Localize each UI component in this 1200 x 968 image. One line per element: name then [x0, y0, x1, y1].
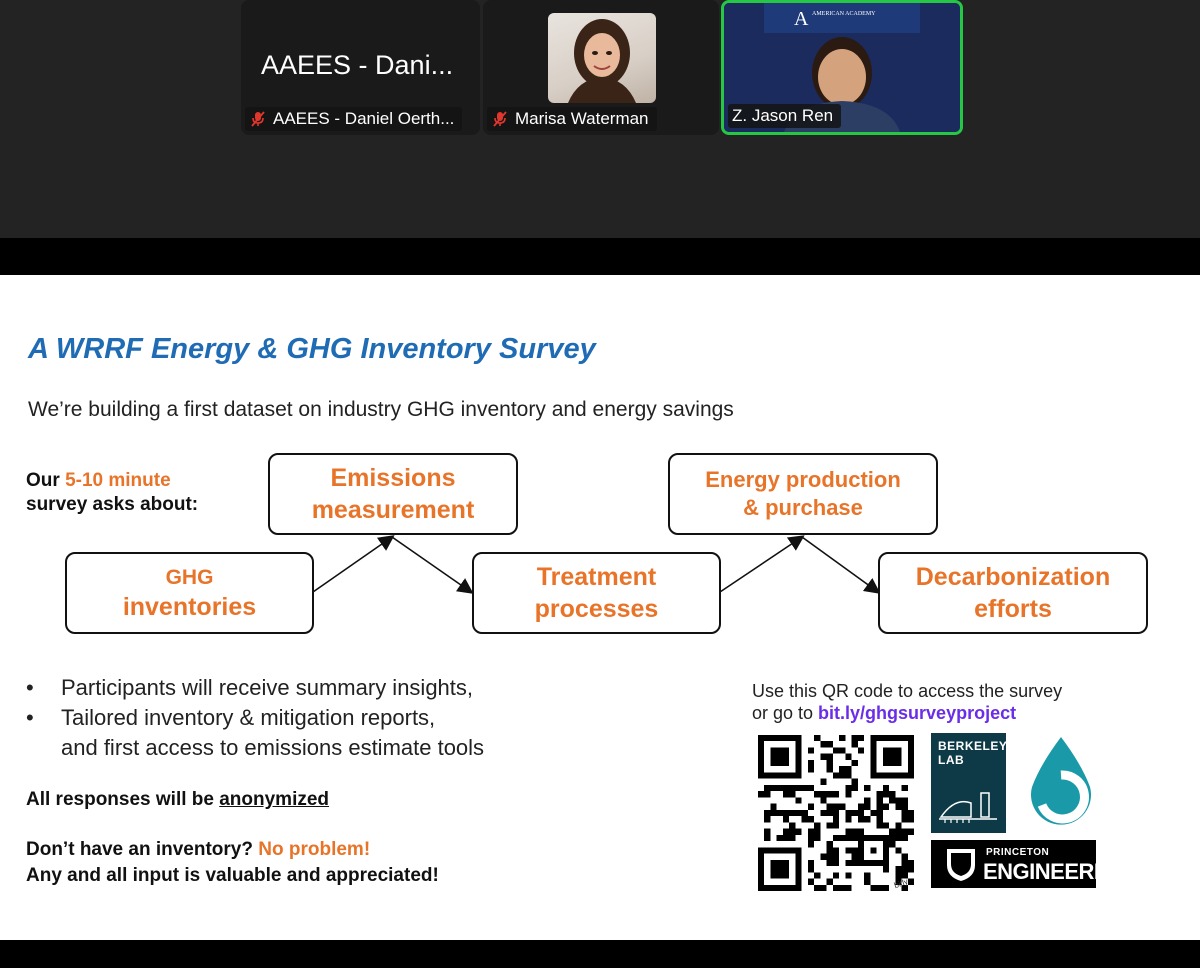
flow-box-ghg: GHG inventories [65, 552, 314, 634]
water-drop-logo-icon [1031, 737, 1091, 825]
qr-line1: Use this QR code to access the survey [752, 681, 1063, 701]
princeton-text: PRINCETON [986, 847, 1050, 858]
list-item: • Tailored inventory & mitigation reports… [26, 703, 484, 733]
box-line-2: measurement [311, 496, 475, 524]
participant-name-label: AAEES - Daniel Oerth... [273, 109, 455, 128]
qr-code-icon[interactable] [758, 735, 914, 891]
gallery-divider [0, 238, 1200, 275]
box-line-1: Energy production [705, 467, 901, 492]
survey-link[interactable]: bit.ly/ghgsurveyproject [818, 703, 1017, 723]
shared-screen-slide: A WRRF Energy & GHG Inventory Survey We’… [0, 275, 1200, 940]
shield-icon [947, 849, 975, 881]
princeton-engineering-logo: PRINCETON ENGINEERING [931, 840, 1132, 888]
flow-box-emissions: Emissions measurement [268, 453, 518, 535]
arrow-treatment-to-energy [719, 535, 805, 593]
box-line-2: processes [534, 595, 659, 623]
bullet-text: Participants will receive summary insigh… [61, 675, 474, 700]
flow-box-energy: Energy production & purchase [668, 453, 938, 535]
qr-instructions: Use this QR code to access the survey or… [752, 680, 1062, 724]
box-line-2: & purchase [743, 495, 863, 520]
benefits-list: • Participants will receive summary insig… [26, 673, 484, 763]
building-icon [939, 792, 997, 823]
berkeley-text-1: BERKELEY [938, 739, 1008, 753]
arrow-energy-to-decarb [801, 536, 881, 594]
arrow-emissions-to-treatment [391, 536, 474, 594]
list-item: • Participants will receive summary insig… [26, 673, 484, 703]
participant-name-label: Z. Jason Ren [732, 106, 834, 125]
arrow-ghg-to-emissions [312, 535, 395, 593]
berkeley-text-2: LAB [938, 753, 965, 767]
participant-tile-daniel[interactable]: AAEES - Dani... AAEES - Daniel Oerth... [241, 0, 480, 135]
flow-arrows [312, 535, 881, 594]
flow-box-decarbonization: Decarbonization efforts [878, 552, 1148, 634]
mic-off-icon [251, 111, 265, 127]
participant-name-label: Marisa Waterman [515, 109, 649, 128]
survey-intro: Our 5-10 minute survey asks about: [26, 469, 198, 517]
slide-title: A WRRF Energy & GHG Inventory Survey [28, 333, 596, 365]
no-inventory-note: Don’t have an inventory? No problem! Any… [26, 837, 439, 889]
box-line-2: efforts [974, 595, 1052, 623]
noinv-pre: Don’t have an inventory? [26, 839, 259, 860]
bullet-text: Tailored inventory & mitigation reports, [61, 705, 436, 730]
mic-off-icon [493, 111, 507, 127]
participant-tile-marisa[interactable]: Marisa Waterman [483, 0, 719, 135]
anonymized-note: All responses will be anonymized [26, 789, 329, 811]
anon-underlined: anonymized [219, 789, 330, 810]
participant-name-bar: Marisa Waterman [487, 107, 657, 131]
intro-duration: 5-10 minute [65, 470, 171, 491]
box-line-2: inventories [122, 593, 257, 621]
box-line-1: GHG [165, 566, 214, 589]
bottom-letterbox [0, 940, 1200, 968]
participant-name-bar: Z. Jason Ren [728, 104, 842, 128]
participant-tile-jason[interactable]: A AMERICAN ACADEMY Z. Jason Ren [721, 0, 963, 135]
qr-pre: or go to [752, 703, 819, 723]
box-line-1: Treatment [536, 563, 657, 591]
slide-subtitle: We’re building a first dataset on indust… [28, 398, 734, 421]
flow-box-treatment: Treatment processes [472, 552, 721, 634]
intro-pre: Our [26, 470, 66, 491]
bullet-dot: • [26, 675, 34, 700]
berkeley-lab-logo: BERKELEY LAB [931, 733, 1008, 833]
box-line-1: Emissions [330, 464, 456, 492]
engineering-text: ENGINEERING [983, 859, 1132, 884]
participant-name-bar: AAEES - Daniel Oerth... [245, 107, 463, 131]
noinv-highlight: No problem! [258, 839, 371, 860]
bullet-dot: • [26, 705, 34, 730]
list-item-continued: and first access to emissions estimate t… [26, 733, 484, 763]
intro-post: survey asks about: [26, 494, 199, 515]
participant-video [548, 13, 656, 103]
video-gallery: AAEES - Dani... AAEES - Daniel Oerth... [0, 0, 1200, 238]
banner-text: AMERICAN ACADEMY [812, 11, 876, 17]
participant-display-name: AAEES - Dani... [261, 50, 454, 80]
banner-letter: A [794, 8, 809, 30]
bullet-text: and first access to emissions estimate t… [61, 735, 485, 760]
noinv-line2: Any and all input is valuable and apprec… [26, 865, 439, 886]
box-line-1: Decarbonization [915, 563, 1111, 591]
anon-pre: All responses will be [26, 789, 220, 810]
